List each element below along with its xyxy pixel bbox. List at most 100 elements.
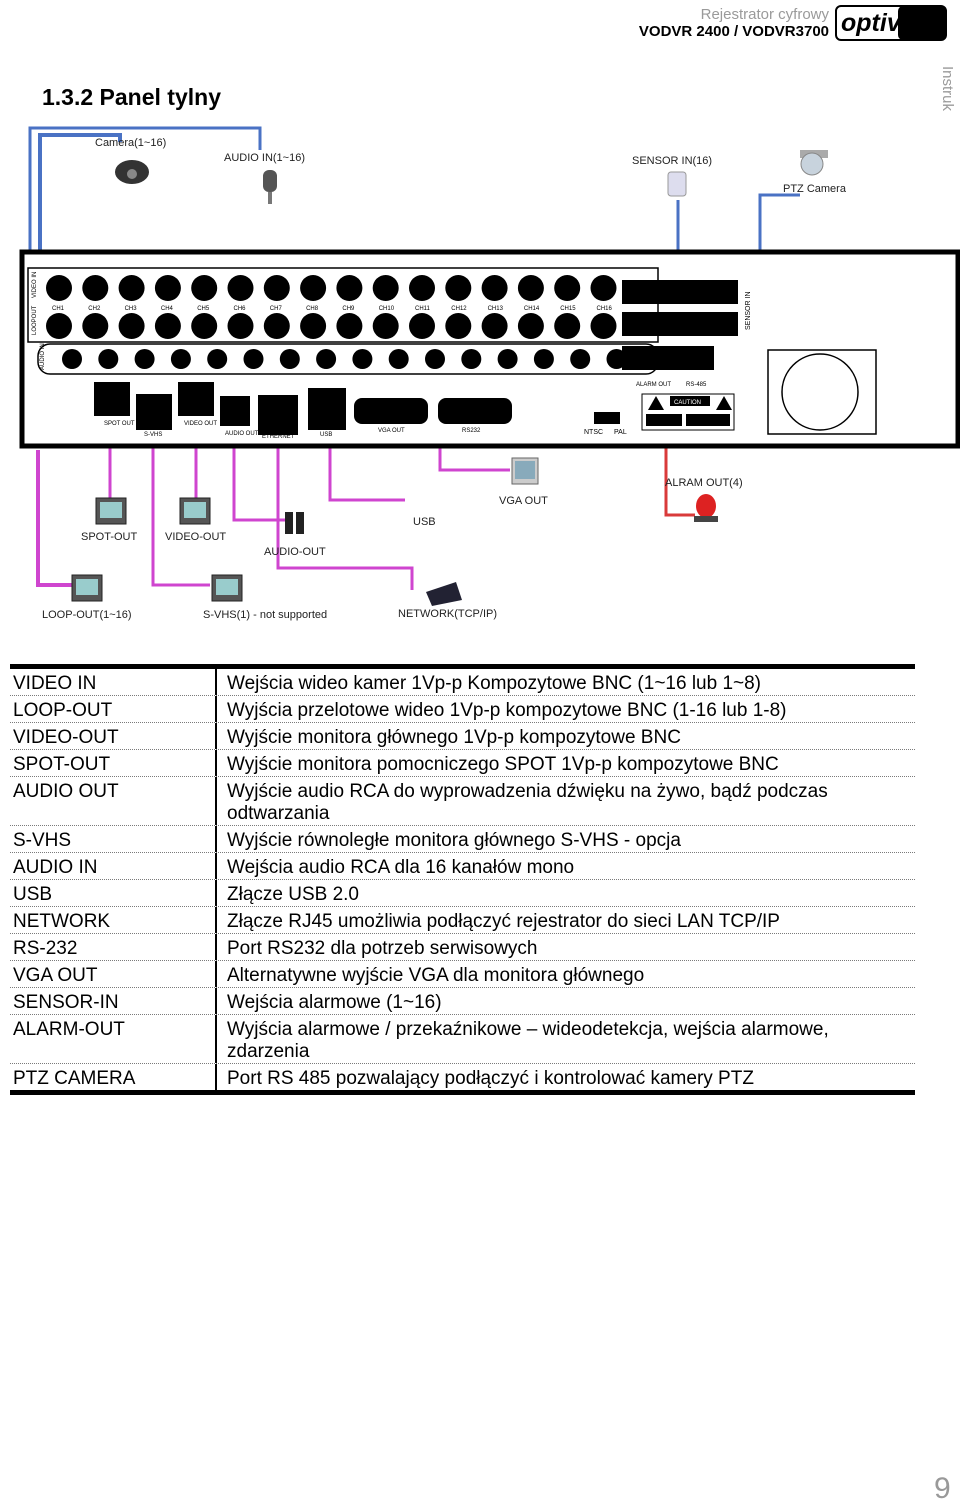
spec-value: Wyjścia alarmowe / przekaźnikowe – wideo… (227, 1019, 829, 1062)
alarm-terminal (622, 346, 714, 370)
page-number: 9 (934, 1472, 951, 1505)
rca-connector (461, 349, 482, 369)
channel-label: CH9 (342, 306, 355, 312)
port-svhs-connector (136, 394, 172, 430)
label-audio-in: AUDIO IN(1~16) (224, 152, 305, 164)
ntsc-pal-switch (594, 412, 620, 424)
label-sensor-in: SENSOR IN(16) (632, 155, 712, 167)
bnc-connector (445, 313, 472, 339)
svhs-line (151, 425, 210, 587)
loop-out-line (36, 450, 72, 587)
channel-label: CH16 (597, 306, 613, 312)
spec-key: USB (10, 880, 217, 906)
spec-value: Wejścia audio RCA dla 16 kanałów mono (227, 857, 575, 878)
spec-key: PTZ CAMERA (10, 1064, 217, 1090)
rca-connector (316, 349, 337, 369)
bnc-connector (481, 275, 508, 301)
rca-connectors (62, 349, 627, 369)
spec-value: Wyjście audio RCA do wyprowadzenia dźwię… (227, 781, 828, 824)
svhs-monitor-icon (211, 574, 243, 602)
warning-icon (716, 396, 732, 410)
microphone-icon (263, 170, 277, 204)
fan-icon (767, 349, 877, 435)
caution-label: CAUTION (641, 393, 735, 431)
channel-label: CH4 (161, 306, 174, 312)
rca-connector (243, 349, 264, 369)
loop-monitor-icon (71, 574, 103, 602)
channel-label: CH2 (88, 306, 101, 312)
spec-table: VIDEO IN Wejścia wideo kamer 1Vp-p Kompoz… (10, 664, 915, 1095)
rca-connector (352, 349, 373, 369)
bnc-connector (82, 313, 109, 339)
bnc-connector (227, 313, 254, 339)
bnc-connector (554, 275, 581, 301)
bnc-connector (191, 313, 218, 339)
spec-key: NETWORK (10, 907, 217, 933)
warning-icon (648, 396, 664, 410)
channel-label: CH5 (197, 306, 210, 312)
bnc-connector (118, 275, 145, 301)
bnc-connector (154, 275, 181, 301)
rca-connector (533, 349, 554, 369)
bnc-connector (336, 275, 363, 301)
label-pal: PAL (614, 429, 627, 436)
spec-value: Wyjście równoległe monitora głównego S-V… (227, 830, 681, 851)
channel-label: CH13 (488, 306, 504, 312)
spec-row: USB Złącze USB 2.0 (10, 880, 915, 907)
rca-connector (279, 349, 300, 369)
bnc-connector (481, 313, 508, 339)
port-label-usb: USB (320, 432, 332, 438)
connection-lines (28, 126, 800, 590)
brand-logo-text: optiva (841, 9, 915, 37)
caution-text: CAUTION (674, 400, 701, 406)
label-camera: Camera(1~16) (95, 137, 166, 149)
spec-value: Wyjścia przelotowe wideo 1Vp-p kompozyto… (227, 700, 787, 721)
rca-connector (207, 349, 228, 369)
port-usb-connector (308, 388, 346, 430)
audio-out-line (232, 438, 285, 522)
spec-value: Wyjście monitora pomocniczego SPOT 1Vp-p… (227, 754, 779, 775)
port-label-video-out: VIDEO OUT (184, 421, 217, 427)
label-alarm-out-device: ALRAM OUT(4) (665, 477, 743, 489)
bnc-connector (517, 313, 544, 339)
label-vga-out-device: VGA OUT (499, 495, 548, 507)
video-monitor-icon (179, 497, 211, 525)
vga-monitor-icon (511, 457, 539, 485)
port-rs232-connector (438, 398, 512, 424)
speaker-icon (285, 512, 304, 534)
sensor-terminal-1 (622, 280, 738, 304)
spec-row: VGA OUT Alternatywne wyjście VGA dla moni… (10, 961, 915, 988)
spec-value: Port RS232 dla potrzeb serwisowych (227, 938, 538, 959)
bnc-connector (517, 275, 544, 301)
sensor-device-icon (667, 171, 687, 197)
label-ptz-camera: PTZ Camera (783, 183, 847, 195)
label-rs485-block: RS-485 (686, 382, 707, 388)
ptz-camera-icon (800, 150, 828, 176)
label-video-in-row: VIDEO IN (32, 272, 38, 298)
label-audio-in-row: AUDIO IN (40, 343, 46, 370)
channel-label: CH8 (306, 306, 319, 312)
label-svhs-device: S-VHS(1) - not supported (203, 609, 327, 621)
spec-value: Alternatywne wyjście VGA dla monitora gł… (227, 965, 645, 986)
spec-key: VGA OUT (10, 961, 217, 987)
spec-value: Wejścia wideo kamer 1Vp-p Kompozytowe BN… (227, 673, 762, 694)
spec-key: SPOT-OUT (10, 750, 217, 776)
rca-connector (497, 349, 518, 369)
label-alarm-block: ALARM OUT (636, 382, 671, 388)
header-subtitle: Rejestrator cyfrowy (700, 6, 829, 23)
rca-connector (170, 349, 191, 369)
bnc-connector (154, 313, 181, 339)
spec-key: VIDEO IN (10, 669, 217, 695)
spec-value: Złącze USB 2.0 (227, 884, 359, 905)
port-spot-out-connector (94, 382, 130, 416)
port-label-vga: VGA OUT (378, 428, 405, 434)
rca-connector (570, 349, 591, 369)
bnc-connector (554, 313, 581, 339)
